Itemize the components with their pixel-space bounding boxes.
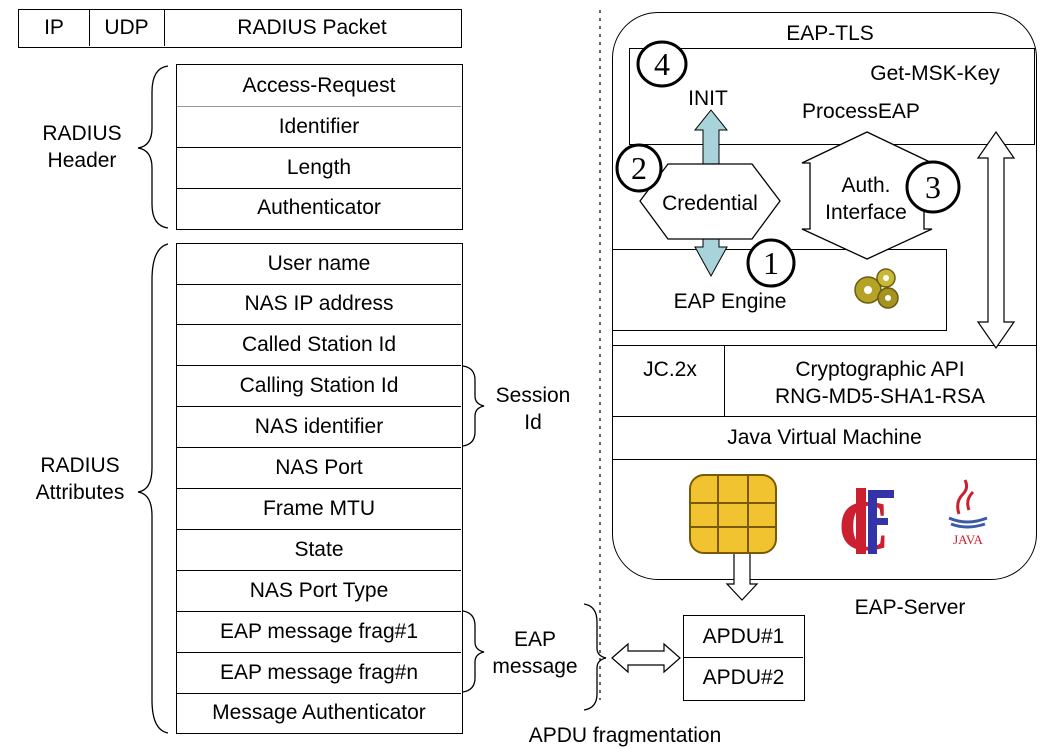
step-3-circle [905, 160, 961, 214]
radius-header-label-line2: Header [47, 149, 117, 172]
row-divider [684, 657, 803, 658]
radius-attributes-brace [137, 243, 169, 734]
attr-eap-message-frag-1: EAP message frag#1 [219, 619, 419, 643]
attr-frame-mtu: Frame MTU [263, 496, 375, 520]
ip-cell: IP [44, 16, 64, 39]
row-divider [177, 406, 461, 407]
eap-message-line2: message [492, 655, 578, 678]
gears-icon [854, 268, 899, 309]
radius-attributes-table: User name NAS IP address Called Station … [176, 243, 463, 734]
radius-header-label-line1: RADIUS [42, 122, 122, 145]
jvm-label: Java Virtual Machine [727, 426, 922, 449]
session-id-label: Session Id [478, 382, 588, 436]
jc-label: JC.2x [643, 358, 697, 381]
session-id-line2: Id [524, 411, 542, 434]
divider [724, 345, 725, 418]
eap-apdu-double-arrow [611, 642, 681, 674]
step-4-number: 4 [654, 46, 670, 82]
step-2-number: 2 [631, 150, 647, 186]
auth-interface-line1: Auth. [841, 174, 891, 197]
radius-attributes-label: RADIUS Attributes [10, 452, 150, 506]
apdu-brace [583, 603, 607, 711]
row-divider [177, 652, 461, 653]
auth-interface-line2: Interface [825, 201, 907, 224]
session-id-brace [462, 365, 485, 447]
crypto-api-line2: RNG-MD5-SHA1-RSA [774, 385, 986, 408]
java-logo-text: JAVA [953, 532, 983, 547]
row-divider [177, 147, 461, 148]
attr-user-name: User name [267, 252, 371, 275]
radius-attributes-label-line1: RADIUS [40, 454, 120, 477]
jvm-box [612, 416, 1037, 460]
java-logo-icon [948, 479, 988, 529]
step-2-circle [615, 143, 663, 193]
attr-message-authenticator: Message Authenticator [212, 700, 426, 724]
crypto-api-label: Cryptographic API RNG-MD5-SHA1-RSA [726, 356, 1034, 410]
attr-calling-station-id: Calling Station Id [239, 373, 399, 397]
radius-header-brace [137, 65, 169, 229]
msk-crypto-double-arrow [976, 130, 1016, 350]
crypto-api-line1: Cryptographic API [795, 358, 965, 381]
session-id-line1: Session [495, 384, 571, 407]
attr-nas-identifier: NAS identifier [254, 414, 384, 438]
step-1-number: 1 [763, 245, 779, 281]
radius-header-table: Access-Request Identifier Length Authent… [176, 64, 463, 230]
apdu-1: APDU#1 [702, 624, 785, 648]
eap-message-line1: EAP [513, 628, 557, 651]
row-divider [177, 570, 461, 571]
radius-header-label: RADIUS Header [22, 120, 142, 174]
attr-called-station-id: Called Station Id [241, 332, 397, 356]
step-3-number: 3 [925, 169, 941, 205]
apdu-stack: APDU#1 APDU#2 [683, 615, 805, 701]
header-field-authenticator: Authenticator [257, 196, 381, 219]
step-4-circle [636, 40, 688, 88]
attr-eap-message-frag-n: EAP message frag#n [219, 660, 419, 684]
eap-tls-title: EAP-TLS [786, 22, 874, 45]
attr-nas-port: NAS Port [275, 455, 363, 479]
process-eap-label: ProcessEAP [802, 100, 920, 123]
row-divider [177, 529, 461, 530]
eap-server-caption: EAP-Server [854, 596, 966, 619]
apdu-fragmentation-caption: APDU fragmentation [528, 724, 722, 747]
smartcard-chip-icon [689, 474, 777, 554]
row-divider [177, 324, 461, 325]
header-field-identifier: Identifier [278, 114, 360, 138]
row-divider [177, 693, 461, 694]
eap-message-brace [462, 610, 485, 693]
row-divider [177, 488, 461, 489]
attr-state: State [294, 537, 344, 561]
row-divider [177, 106, 461, 107]
radius-attributes-label-line2: Attributes [35, 481, 125, 504]
udp-cell: UDP [104, 16, 149, 39]
row-divider [177, 447, 461, 448]
header-field-access-request: Access-Request [242, 73, 396, 97]
row-divider [177, 611, 461, 612]
get-msk-key-label: Get-MSK-Key [870, 62, 1000, 85]
apdu-2: APDU#2 [702, 666, 785, 689]
eap-engine-label: EAP Engine [673, 290, 787, 313]
auth-interface-label: Auth. Interface [806, 172, 926, 226]
init-label: INIT [688, 87, 728, 110]
attr-nas-ip-address: NAS IP address [244, 292, 394, 315]
divider [89, 10, 90, 46]
jc-crypto-row [612, 345, 1037, 418]
jcf-logo-icon: C [838, 486, 894, 566]
row-divider [177, 365, 461, 366]
header-field-length: Length [286, 155, 352, 179]
credential-label: Credential [662, 192, 758, 215]
attr-nas-port-type: NAS Port Type [249, 578, 389, 602]
eap-message-label: EAP message [480, 626, 590, 680]
radius-packet-cell: RADIUS Packet [237, 16, 387, 39]
credential-hexagon [639, 163, 781, 240]
row-divider [177, 284, 461, 285]
row-divider [177, 188, 461, 189]
step-1-circle [746, 238, 796, 288]
packet-header-bar: IP UDP RADIUS Packet [18, 9, 462, 48]
divider [164, 10, 165, 46]
